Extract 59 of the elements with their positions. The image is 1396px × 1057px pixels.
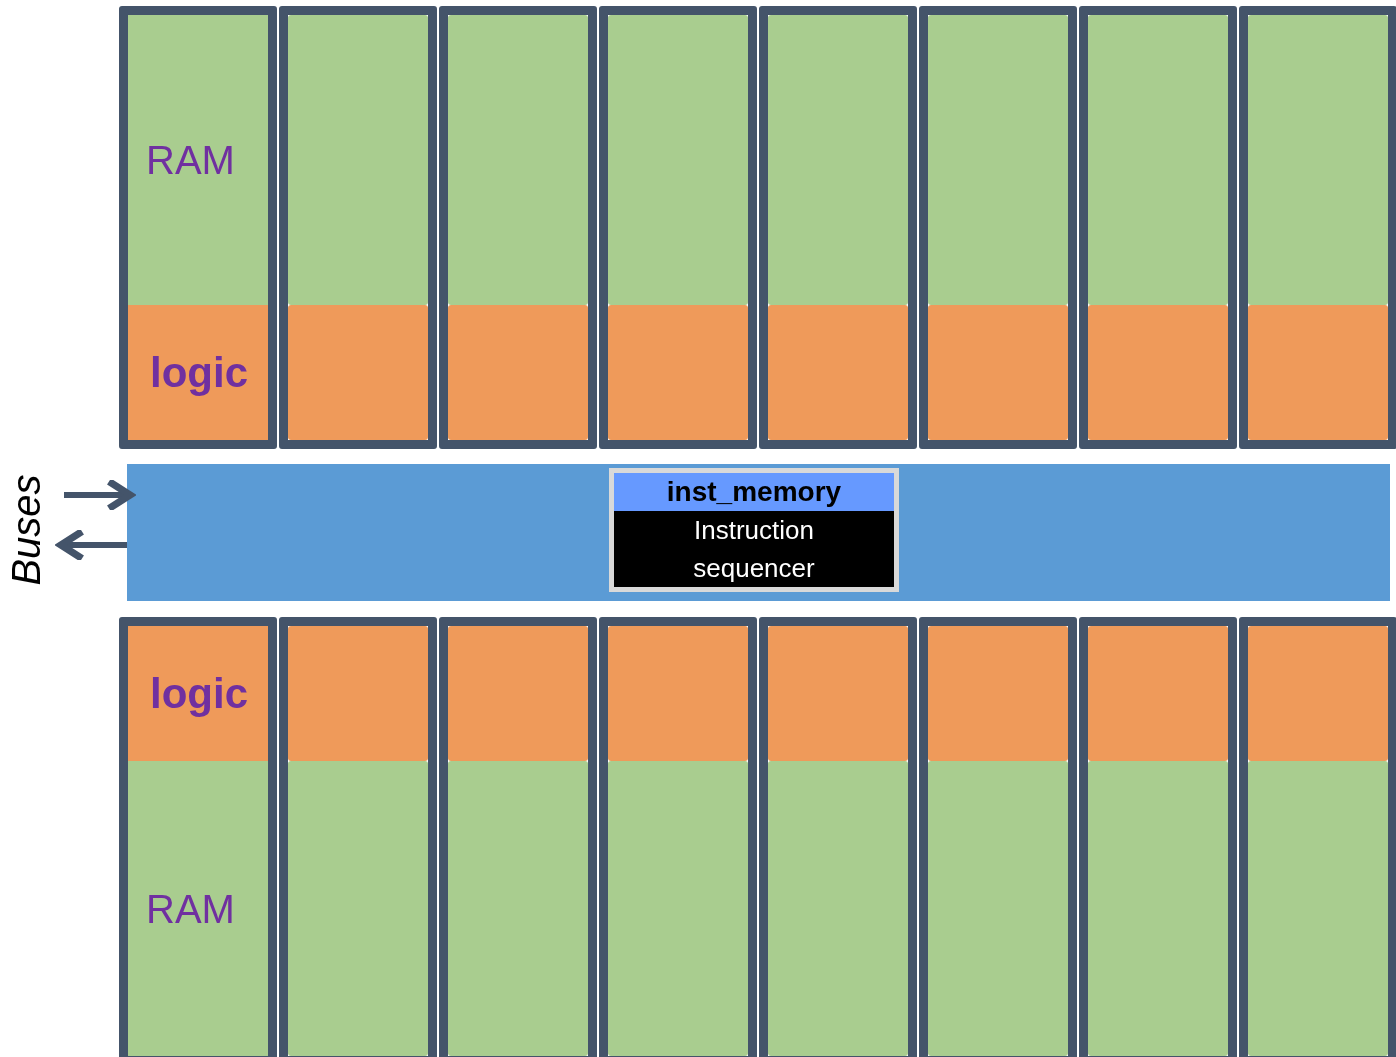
ram-section — [288, 15, 428, 305]
ram-section — [288, 761, 428, 1056]
logic-section — [288, 626, 428, 761]
section-label: RAM — [146, 888, 235, 929]
column-box — [439, 617, 597, 1057]
ram-section — [1248, 15, 1388, 305]
ram-section — [768, 15, 908, 305]
logic-section — [128, 305, 268, 440]
column-box — [439, 6, 597, 449]
bus-band — [127, 464, 1390, 601]
side-label: Buses — [6, 474, 46, 586]
arrow — [64, 477, 134, 513]
column-box — [1079, 617, 1237, 1057]
ram-section — [448, 15, 588, 305]
sequencer-box — [609, 468, 899, 592]
ram-section — [928, 761, 1068, 1056]
column-box — [919, 617, 1077, 1057]
logic-section — [768, 626, 908, 761]
column-box — [759, 617, 917, 1057]
section-label: RAM — [146, 140, 235, 180]
ram-section — [128, 15, 268, 305]
logic-section — [768, 305, 908, 440]
ram-section — [608, 15, 748, 305]
box-heading: inst_memory — [614, 473, 894, 511]
section-label: logic — [150, 672, 248, 715]
logic-section — [1088, 626, 1228, 761]
ram-section — [1248, 761, 1388, 1056]
column-box — [1239, 6, 1396, 449]
column-box — [119, 6, 277, 449]
logic-section — [1088, 305, 1228, 440]
column-box — [1079, 6, 1237, 449]
logic-section — [1248, 305, 1388, 440]
ram-section — [1088, 15, 1228, 305]
ram-section — [1088, 761, 1228, 1056]
logic-section — [928, 305, 1068, 440]
column-box — [919, 6, 1077, 449]
logic-section — [448, 626, 588, 761]
ram-section — [928, 15, 1068, 305]
logic-section — [608, 626, 748, 761]
logic-section — [288, 305, 428, 440]
column-box — [279, 617, 437, 1057]
ram-section — [768, 761, 908, 1056]
column-box — [759, 6, 917, 449]
logic-section — [928, 626, 1068, 761]
ram-section — [608, 761, 748, 1056]
logic-section — [448, 305, 588, 440]
column-box — [279, 6, 437, 449]
column-box — [599, 6, 757, 449]
column-box — [1239, 617, 1396, 1057]
logic-section — [1248, 626, 1388, 761]
logic-section — [608, 305, 748, 440]
box-text: Instruction sequencer — [692, 514, 816, 585]
column-box — [599, 617, 757, 1057]
ram-section — [128, 761, 268, 1056]
logic-section — [128, 626, 268, 761]
arrow — [57, 527, 127, 563]
column-box — [119, 617, 277, 1057]
ram-section — [448, 761, 588, 1056]
section-label: logic — [150, 351, 248, 394]
